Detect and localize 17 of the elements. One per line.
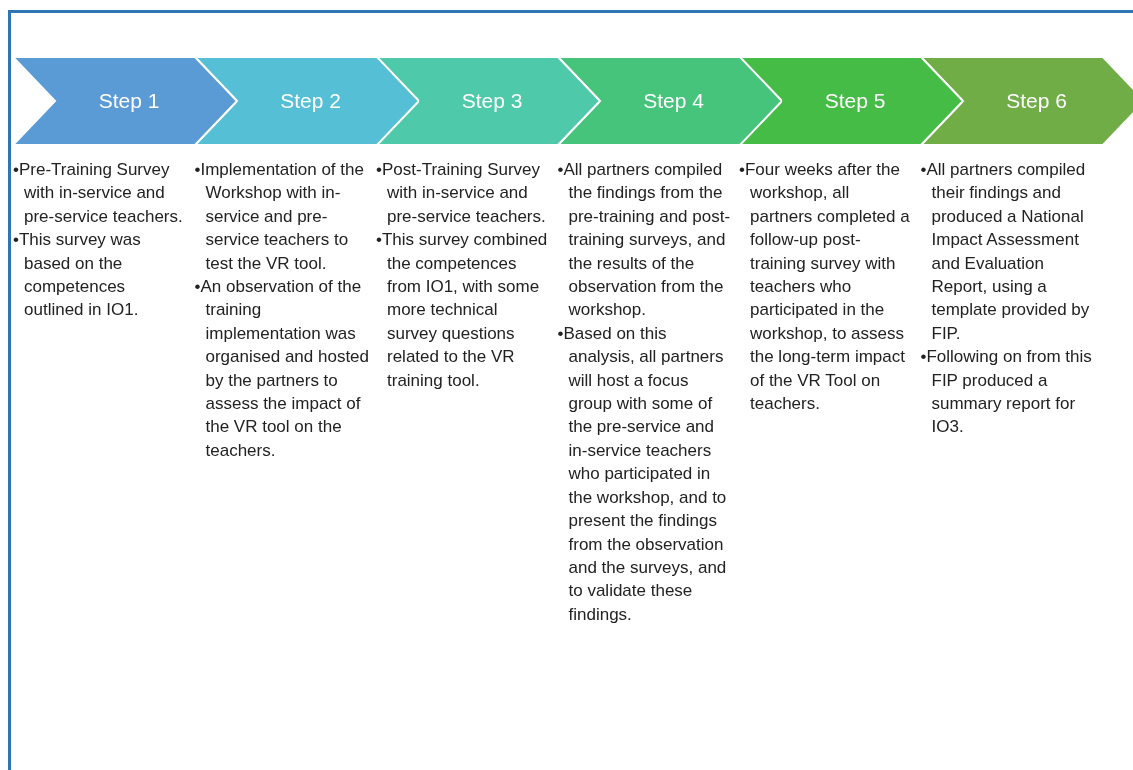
bullet-text: •Four weeks after the workshop, all partners completed a follow-up post-training survey with teachers who participated in the workshop, to assess the long-term impact of the VR Tool on teachers. [739,159,911,416]
bullet-text: •This survey was based on the competences outlined in IO1. [13,229,142,322]
bullet-text: •Implementation of the Workshop with in-service and pre-service teachers to test the VR tool. [194,159,365,275]
step-label: Step 2 [279,89,341,113]
step-label: Step 6 [1005,89,1067,113]
bullet-text: •Post-Training Survey with in-service and pre-service teachers. [376,159,547,228]
bullet-text: •All partners compiled the findings from the pre-training and post-training surveys, and the results of the observation from the workshop. [557,159,732,322]
bullet-text: •All partners compiled their findings and produced a National Impact Assessment and Evaluation Report, using a template provided by FIP. [920,159,1091,345]
bullet-text: •Pre-Training Survey with in-service and pre-service teachers. [13,159,184,228]
bullet-text: •Following on from this FIP produced a summary report for IO3. [920,346,1093,439]
bullet-text: •This survey combined the competences from IO1, with some more technical survey questions related to the VR training tool. [376,229,549,392]
step-label: Step 3 [460,89,523,113]
bullet-text: •An observation of the training implementation was organised and hosted by the partners to assess the impact of the VR tool on the teachers. [194,276,370,462]
bullet-text: •Based on this analysis, all partners will host a focus group with some of the pre-service and in-service teachers who participated in the workshop, and to present the findings from the observation and the surveys, and to validate these findings. [557,322,728,626]
step-label: Step 4 [642,89,704,113]
step-label: Step 1 [97,89,160,113]
step-label: Step 5 [823,89,886,113]
